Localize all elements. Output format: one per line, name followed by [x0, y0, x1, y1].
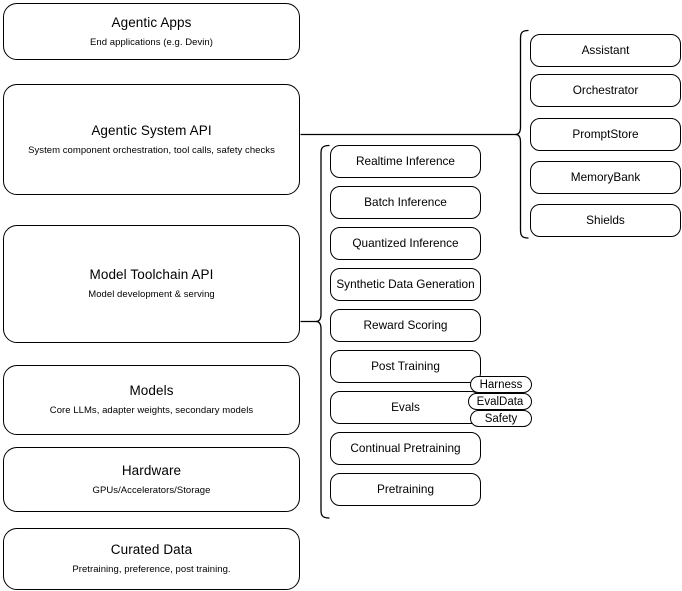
layer-agentic-apps[interactable]: Agentic Apps End applications (e.g. Devi… — [3, 3, 300, 60]
layer-subtitle: Core LLMs, adapter weights, secondary mo… — [49, 405, 254, 416]
component-label: Evals — [391, 400, 420, 415]
evals-pill-evaldata[interactable]: EvalData — [468, 393, 532, 410]
component-label: Shields — [586, 213, 625, 228]
component-label: Orchestrator — [572, 83, 639, 98]
layer-subtitle: GPUs/Accelerators/Storage — [92, 484, 211, 496]
component-assistant[interactable]: Assistant — [530, 34, 681, 67]
layer-agentic-system-api[interactable]: Agentic System API System component orch… — [3, 84, 300, 195]
component-realtime-inference[interactable]: Realtime Inference — [330, 145, 481, 178]
component-label: Pretraining — [376, 482, 435, 497]
component-batch-inference[interactable]: Batch Inference — [330, 186, 481, 219]
component-synthetic-data-generation[interactable]: Synthetic Data Generation — [330, 268, 481, 301]
layer-hardware[interactable]: Hardware GPUs/Accelerators/Storage — [3, 447, 300, 512]
component-memorybank[interactable]: MemoryBank — [530, 161, 681, 194]
component-continual-pretraining[interactable]: Continual Pretraining — [330, 432, 481, 465]
layer-subtitle: Model development & serving — [88, 289, 215, 300]
layer-subtitle: System component orchestration, tool cal… — [28, 144, 275, 156]
component-label: Batch Inference — [364, 195, 447, 210]
component-evals[interactable]: Evals — [330, 391, 481, 424]
component-label: Reward Scoring — [363, 318, 448, 333]
component-label: PromptStore — [572, 127, 639, 142]
pill-label: Harness — [479, 378, 523, 391]
layer-title: Agentic System API — [91, 122, 212, 138]
component-shields[interactable]: Shields — [530, 204, 681, 237]
layer-models[interactable]: Models Core LLMs, adapter weights, secon… — [3, 365, 300, 435]
layer-title: Agentic Apps — [111, 14, 192, 30]
component-label: Assistant — [581, 43, 630, 58]
component-orchestrator[interactable]: Orchestrator — [530, 74, 681, 107]
component-quantized-inference[interactable]: Quantized Inference — [330, 227, 481, 260]
layer-subtitle: Pretraining, preference, post training. — [72, 564, 231, 575]
component-post-training[interactable]: Post Training — [330, 350, 481, 383]
layer-title: Hardware — [121, 462, 182, 478]
layer-title: Models — [129, 383, 174, 399]
component-label: Synthetic Data Generation — [336, 277, 475, 292]
component-label: Continual Pretraining — [350, 441, 461, 456]
layer-model-toolchain-api[interactable]: Model Toolchain API Model development & … — [3, 225, 300, 343]
pill-label: Safety — [484, 412, 518, 425]
evals-pill-safety[interactable]: Safety — [470, 410, 532, 427]
evals-pill-harness[interactable]: Harness — [470, 376, 532, 393]
component-pretraining[interactable]: Pretraining — [330, 473, 481, 506]
component-label: Realtime Inference — [355, 154, 455, 169]
component-label: Post Training — [371, 359, 440, 374]
layer-title: Model Toolchain API — [89, 267, 214, 283]
pill-label: EvalData — [476, 395, 524, 408]
layer-curated-data[interactable]: Curated Data Pretraining, preference, po… — [3, 528, 300, 590]
component-label: MemoryBank — [570, 170, 641, 185]
component-label: Quantized Inference — [352, 236, 459, 251]
layer-title: Curated Data — [110, 542, 193, 558]
component-promptstore[interactable]: PromptStore — [530, 118, 681, 151]
layer-subtitle: End applications (e.g. Devin) — [90, 36, 213, 48]
component-reward-scoring[interactable]: Reward Scoring — [330, 309, 481, 342]
